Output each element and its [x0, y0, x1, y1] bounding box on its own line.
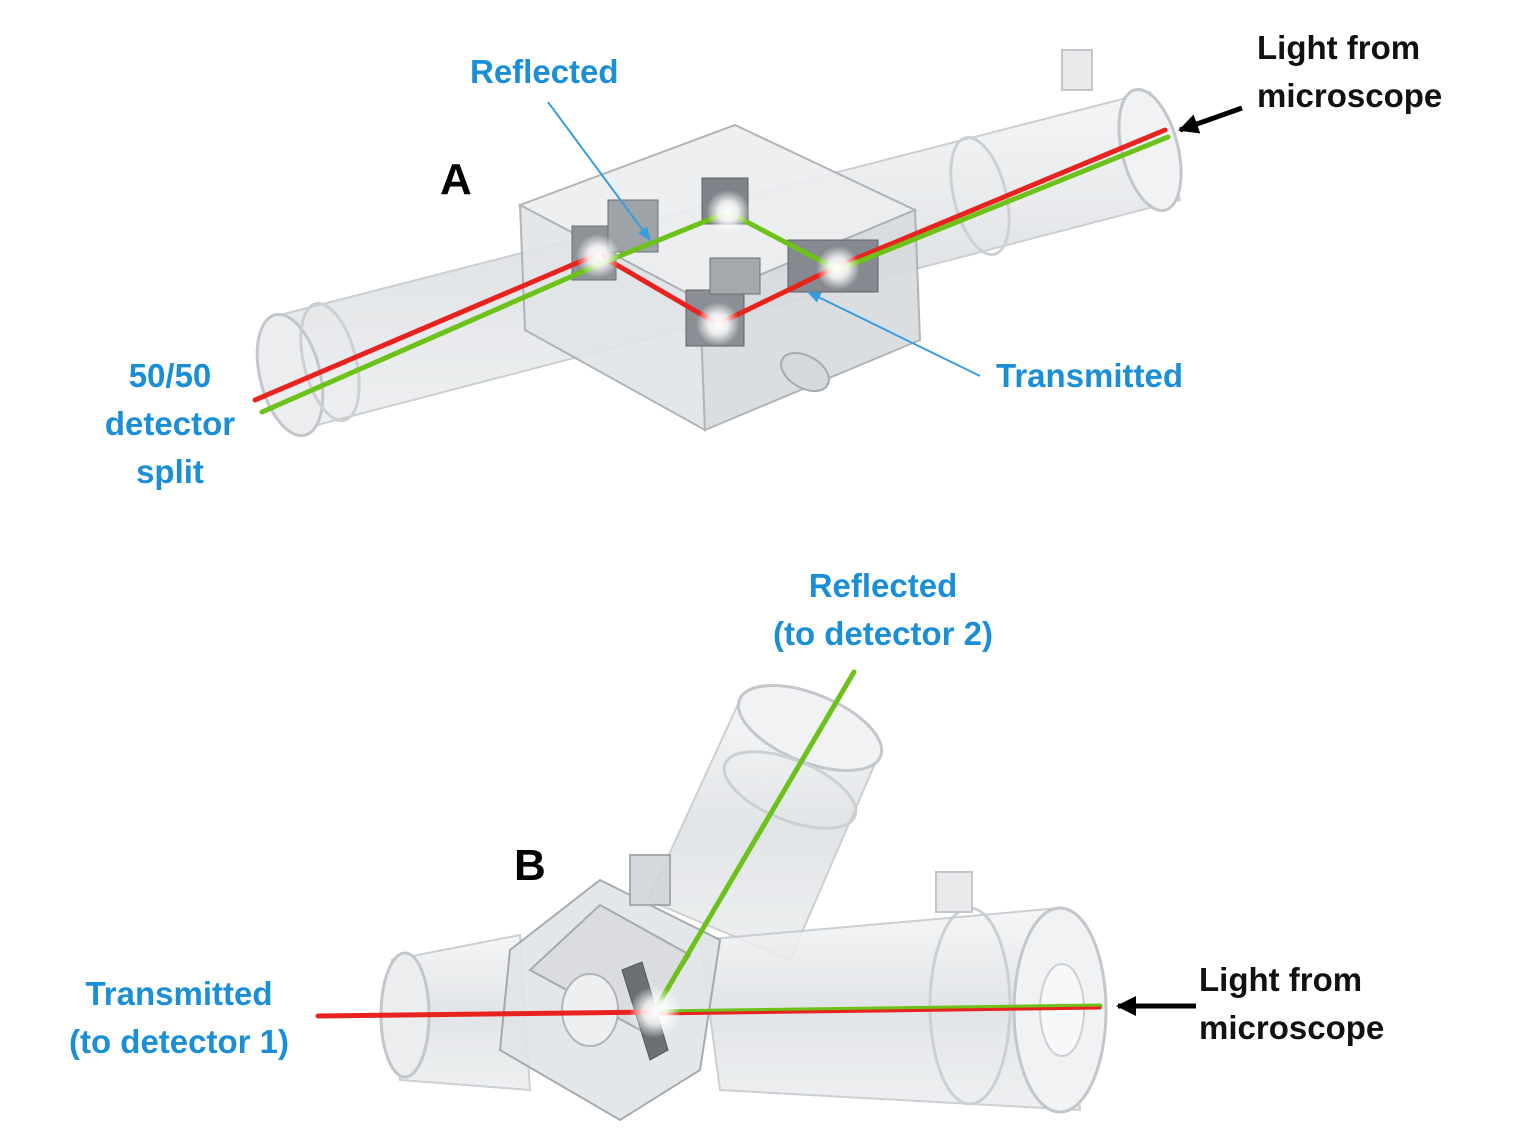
panel-b-transmitted-label: Transmitted (to detector 1): [48, 970, 310, 1066]
panel-b-glow: [629, 986, 681, 1038]
panel-b-reflected-line-2: (to detector 2): [772, 615, 993, 652]
panel-a-reflected-label: Reflected: [470, 53, 619, 90]
panel-a-light-label: Light from microscope: [1257, 24, 1442, 120]
panel-a-light-line-2: microscope: [1257, 77, 1443, 114]
panel-a-letter: A: [440, 155, 472, 204]
panel-b-incoming-green-beam: [652, 1003, 1103, 1015]
panel-b-reflected-green-beam: [652, 669, 857, 1013]
panel-a-reflected-pointer: [547, 101, 651, 242]
panel-a-glows: [576, 190, 860, 346]
panel-a-light-line-1: Light from: [1257, 29, 1421, 66]
panel-a-transmitted-label: Transmitted: [996, 357, 1184, 394]
panel-b-light-label: Light from microscope: [1199, 956, 1384, 1052]
panel-b-cube: [498, 854, 722, 1122]
panel-b-transmitted-line-1: Transmitted: [85, 975, 273, 1012]
panel-b-light-line-2: microscope: [1199, 1009, 1385, 1046]
panel-b-letter: B: [514, 841, 546, 890]
panel-b-incoming-red-beam: [653, 1006, 1102, 1016]
panel-a-light-arrow: [1178, 105, 1243, 134]
panel-a-split-line-2: detector: [104, 405, 236, 442]
panel-a-transmitted-pointer: [806, 291, 981, 377]
panel-a-split-label: 50/50 detector split: [90, 352, 250, 496]
panel-b-reflected-label: Reflected (to detector 2): [752, 562, 1014, 658]
panel-b-reflected-line-1: Reflected: [808, 567, 958, 604]
panel-b-transmitted-red-beam: [315, 1009, 658, 1019]
panel-b-beams: [315, 669, 1103, 1019]
panel-a: [252, 49, 1243, 438]
panel-a-split-line-1: 50/50: [128, 357, 212, 394]
panel-b: [315, 669, 1196, 1122]
panel-b-light-line-1: Light from: [1199, 961, 1363, 998]
panel-a-split-line-3: split: [136, 453, 204, 490]
panel-b-transmitted-line-2: (to detector 1): [68, 1023, 289, 1060]
